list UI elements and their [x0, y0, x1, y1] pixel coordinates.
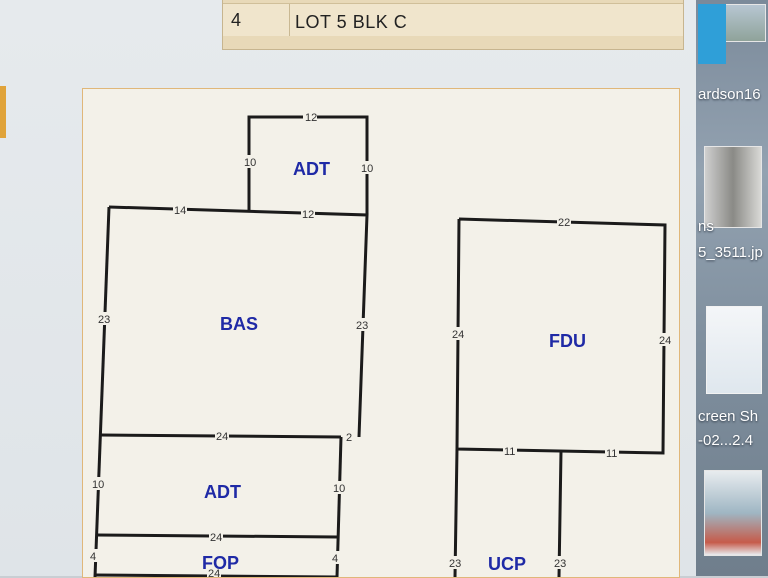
dim-fop-left: 4 — [90, 551, 96, 563]
dim-fdu-bottom-right: 11 — [606, 448, 617, 460]
desktop-file-label[interactable]: -02...2.4 — [698, 432, 754, 449]
bas-left-wall — [93, 206, 111, 577]
document-thumbnail[interactable] — [706, 306, 762, 394]
dim-ucp-right: 23 — [554, 558, 566, 570]
dim-bas-step: 2 — [346, 432, 352, 444]
appraisal-window: 4 LOT 5 BLK C 12 10 10 — [0, 0, 698, 578]
area-label-fop[interactable]: FOP — [202, 553, 239, 573]
dim-bas-left: 23 — [98, 314, 110, 326]
area-label-bas[interactable]: BAS — [220, 314, 258, 334]
dim-adt-top-top: 12 — [305, 112, 317, 124]
bas-outline — [108, 205, 369, 438]
desktop-file-label[interactable]: ns — [698, 218, 714, 235]
area-label-adt-top[interactable]: ADT — [293, 159, 330, 179]
legal-description: LOT 5 BLK C — [295, 12, 408, 32]
folder-thumbnail[interactable] — [724, 4, 766, 42]
column-divider — [289, 4, 290, 36]
area-label-ucp[interactable]: UCP — [488, 554, 526, 574]
dim-bas-top: 14 — [174, 205, 186, 217]
dim-adt-bottom-left: 10 — [92, 479, 104, 491]
area-label-fdu[interactable]: FDU — [549, 331, 586, 351]
dim-ucp-left: 23 — [449, 558, 461, 570]
fdu-outline — [455, 217, 667, 455]
area-label-adt-bottom[interactable]: ADT — [204, 482, 241, 502]
image-thumbnail[interactable] — [704, 146, 762, 228]
dim-adt-top-right: 10 — [361, 163, 373, 175]
flyer-thumbnail[interactable] — [704, 470, 762, 556]
dimension-labels: 12 10 10 12 14 23 23 24 2 10 1 — [89, 110, 672, 577]
dim-fop-right: 4 — [332, 553, 338, 565]
dim-fdu-right: 24 — [659, 335, 671, 347]
dim-bas-bottom: 24 — [216, 431, 228, 443]
dim-bas-right: 23 — [356, 320, 368, 332]
desktop-file-strip: ardson16 ns 5_3511.jp creen Sh -02...2.4 — [696, 0, 768, 576]
blue-tab[interactable] — [698, 4, 726, 64]
building-sketch-panel: 12 10 10 12 14 23 23 24 2 10 1 — [82, 88, 680, 578]
dim-adt-top-left: 10 — [244, 157, 256, 169]
desktop-file-label[interactable]: ardson16 — [698, 86, 761, 103]
side-tab[interactable] — [0, 86, 6, 138]
dim-adt-top-bottom: 12 — [302, 209, 314, 221]
building-sketch: 12 10 10 12 14 23 23 24 2 10 1 — [89, 110, 672, 577]
table-row[interactable]: 4 LOT 5 BLK C — [223, 3, 683, 36]
dim-fdu-top: 22 — [558, 217, 570, 229]
dim-adt-bottom-right: 10 — [333, 483, 345, 495]
desktop-file-label[interactable]: 5_3511.jp — [698, 244, 763, 261]
row-number: 4 — [231, 10, 242, 30]
dim-fop-bottom: 24 — [208, 568, 220, 577]
dim-fdu-bottom-left: 11 — [504, 446, 515, 458]
dim-fdu-left: 24 — [452, 329, 464, 341]
dim-adt-bottom-bottom: 24 — [210, 532, 222, 544]
desktop-file-label[interactable]: creen Sh — [698, 408, 759, 425]
legal-description-table: 4 LOT 5 BLK C — [222, 0, 684, 50]
